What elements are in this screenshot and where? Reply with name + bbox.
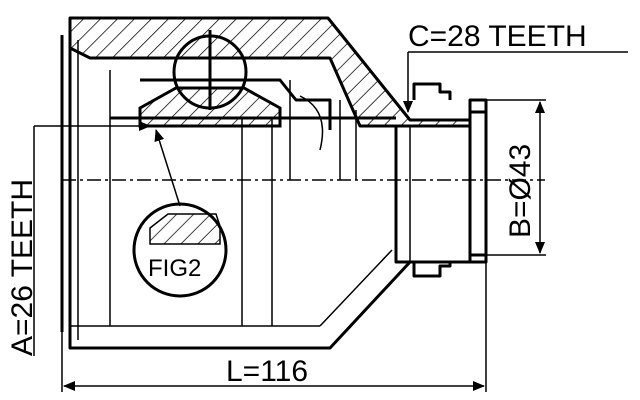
spider-body (140, 78, 332, 130)
spider-arc (299, 95, 324, 151)
dim-b-label: B=Ø43 (504, 144, 537, 238)
snap-ring-top (412, 82, 452, 100)
shaft-end (468, 110, 488, 264)
snap-ring-bottom (412, 262, 452, 278)
dim-l-label: L=116 (226, 355, 308, 388)
housing-outline (68, 18, 488, 350)
spider-ring (138, 86, 282, 128)
dim-c-label: C=28 TEETH (408, 20, 587, 53)
detail-label: FIG2 (148, 255, 201, 282)
shaft-stub (394, 124, 472, 264)
detail-leader (154, 129, 181, 207)
detail-hatch (149, 213, 221, 245)
housing-taper-inner (319, 249, 393, 327)
dim-a-label: A=26 TEETH (6, 179, 39, 356)
